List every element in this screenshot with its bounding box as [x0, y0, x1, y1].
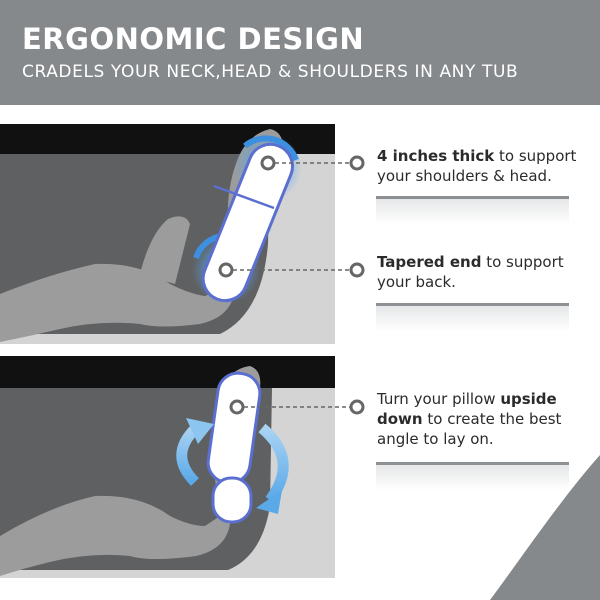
divider-shadow-3	[376, 465, 569, 491]
callout-upside-down-text: to create the best angle to lay on.	[377, 410, 562, 448]
callout-thickness-bold: 4 inches thick	[377, 147, 495, 165]
callout-tapered-text: to support your back.	[377, 253, 564, 291]
callout-upside-down: Turn your pillow upside down to create t…	[377, 389, 587, 449]
page-subtitle: CRADELS YOUR NECK,HEAD & SHOULDERS IN AN…	[22, 62, 519, 82]
tub-illustration-bottom	[0, 356, 335, 578]
divider-1	[376, 196, 569, 199]
page-title: ERGONOMIC DESIGN	[22, 22, 365, 56]
callout-thickness-text: to support your shoulders & head.	[377, 147, 577, 185]
divider-shadow-1	[376, 199, 569, 225]
tub-illustration-top	[0, 124, 335, 344]
divider-2	[376, 303, 569, 306]
callout-upside-down-bold: upside down	[377, 390, 557, 428]
callout-tapered-bold: Tapered end	[377, 253, 482, 271]
callout-upside-down-pre: Turn your pillow	[377, 390, 501, 408]
header-banner: ERGONOMIC DESIGN CRADELS YOUR NECK,HEAD …	[0, 0, 600, 105]
callout-thickness: 4 inches thick to support your shoulders…	[377, 146, 587, 186]
divider-3	[376, 462, 569, 465]
callout-tapered: Tapered end to support your back.	[377, 252, 587, 292]
divider-shadow-2	[376, 306, 569, 332]
